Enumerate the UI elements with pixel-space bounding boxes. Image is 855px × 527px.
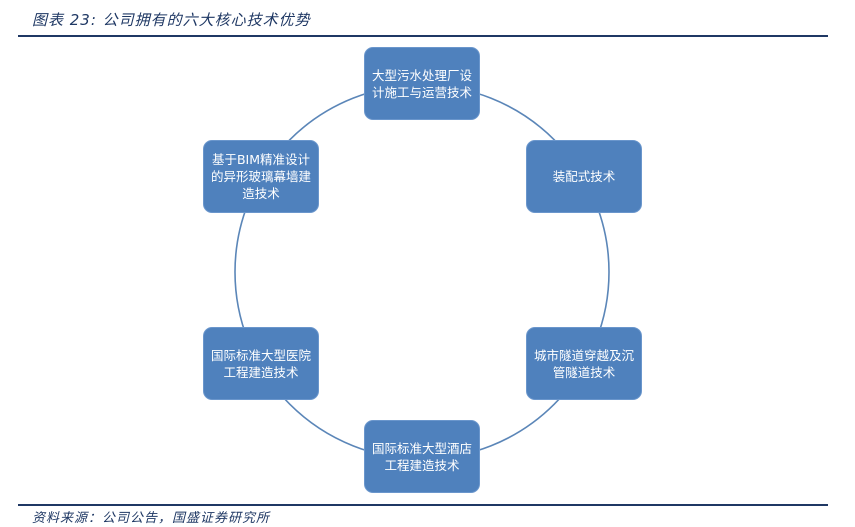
figure-title: 图表 23: 公司拥有的六大核心技术优势 [32,11,311,29]
node-wastewater-plant: 大型污水处理厂设计施工与运营技术 [364,47,480,120]
node-hotel: 国际标准大型酒店工程建造技术 [364,420,480,493]
node-hospital: 国际标准大型医院工程建造技术 [203,327,319,400]
node-tunnel: 城市隧道穿越及沉管隧道技术 [526,327,642,400]
source-note: 资料来源：公司公告，国盛证券研究所 [32,511,271,526]
node-glass-curtain-wall: 基于BIM精准设计的异形玻璃幕墙建造技术 [203,140,319,213]
footer-rule [18,504,828,506]
node-prefabricated: 装配式技术 [526,140,642,213]
title-rule [18,35,828,37]
